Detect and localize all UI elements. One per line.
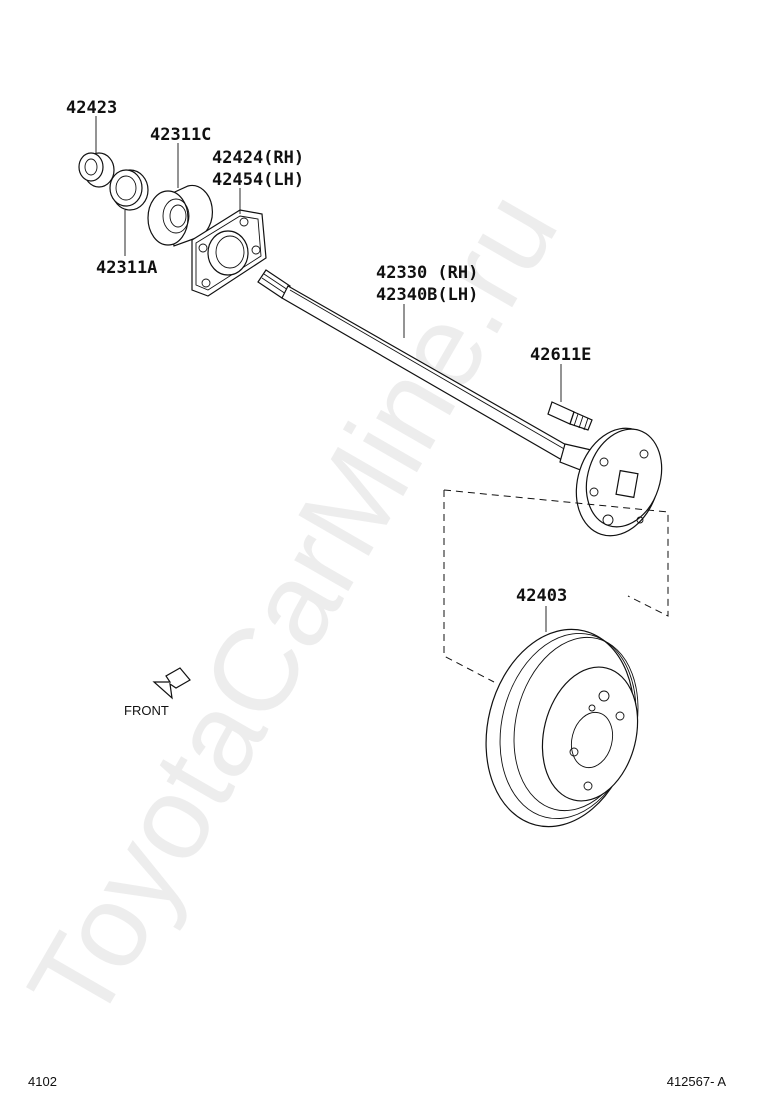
front-label: FRONT — [124, 703, 169, 718]
footer-left-code: 4102 — [28, 1074, 57, 1089]
label-42423: 42423 — [66, 98, 117, 118]
label-42340b-lh: 42340B(LH) — [376, 285, 478, 305]
part-42423-bushing[interactable] — [78, 152, 115, 188]
assembly-dashed-line-right — [443, 489, 669, 617]
part-42311c-bearing[interactable] — [147, 184, 213, 247]
label-42424-rh: 42424(RH) — [212, 148, 304, 168]
part-42311a-ring[interactable] — [109, 169, 149, 211]
part-42330-axle-shaft[interactable] — [257, 269, 674, 547]
footer-right-code: 412567- A — [667, 1074, 727, 1089]
label-42403: 42403 — [516, 586, 567, 606]
label-42311c: 42311C — [150, 125, 211, 145]
label-42311a: 42311A — [96, 258, 157, 278]
part-42611e-stud-bolt[interactable] — [547, 401, 593, 431]
label-42330-rh: 42330 (RH) — [376, 263, 478, 283]
front-arrow-icon — [152, 667, 191, 700]
assembly-dashed-line-top — [443, 490, 495, 683]
part-42403-brake-drum[interactable] — [466, 614, 656, 843]
label-42454-lh: 42454(LH) — [212, 170, 304, 190]
label-42611e: 42611E — [530, 345, 591, 365]
